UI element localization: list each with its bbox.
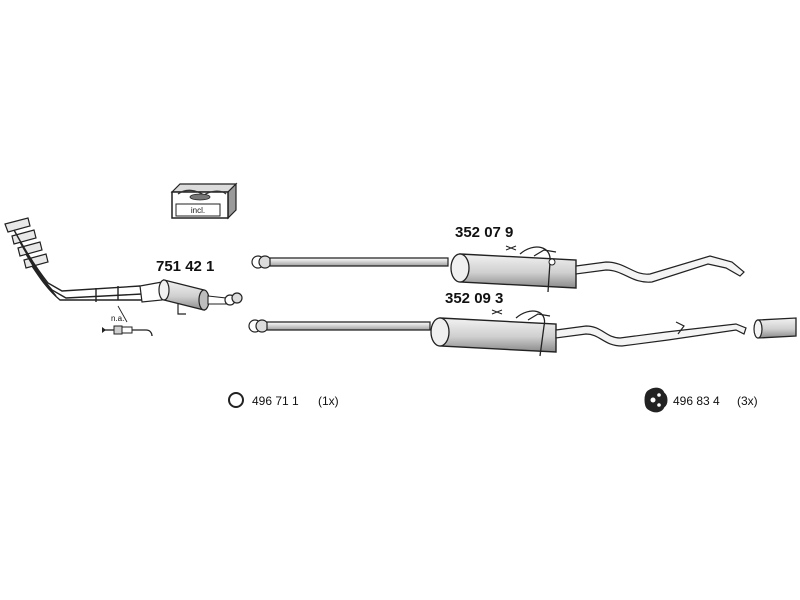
oxygen-sensor-note: n.a. (111, 314, 124, 323)
rear-silencer-a (251, 245, 745, 293)
gasket-ring-icon (228, 392, 244, 408)
gasket-part-number: 496 71 1 (252, 394, 299, 408)
oxygen-sensor (102, 305, 153, 337)
catalytic-converter (139, 279, 243, 315)
included-kit-label: incl. (191, 206, 205, 215)
mount-quantity: (3x) (737, 394, 758, 408)
rubber-mount-icon (644, 387, 668, 413)
gasket-quantity: (1x) (318, 394, 339, 408)
tail-pipe-trim (753, 317, 797, 339)
included-kit-box: incl. (170, 182, 238, 220)
catalytic-converter-part-number: 751 42 1 (156, 258, 214, 275)
rear-silencer-b (248, 309, 747, 357)
mount-part-number: 496 83 4 (673, 394, 720, 408)
exhaust-manifold (4, 217, 143, 302)
rear-silencer-a-part-number: 352 07 9 (455, 224, 513, 241)
rear-silencer-b-part-number: 352 09 3 (445, 290, 503, 307)
